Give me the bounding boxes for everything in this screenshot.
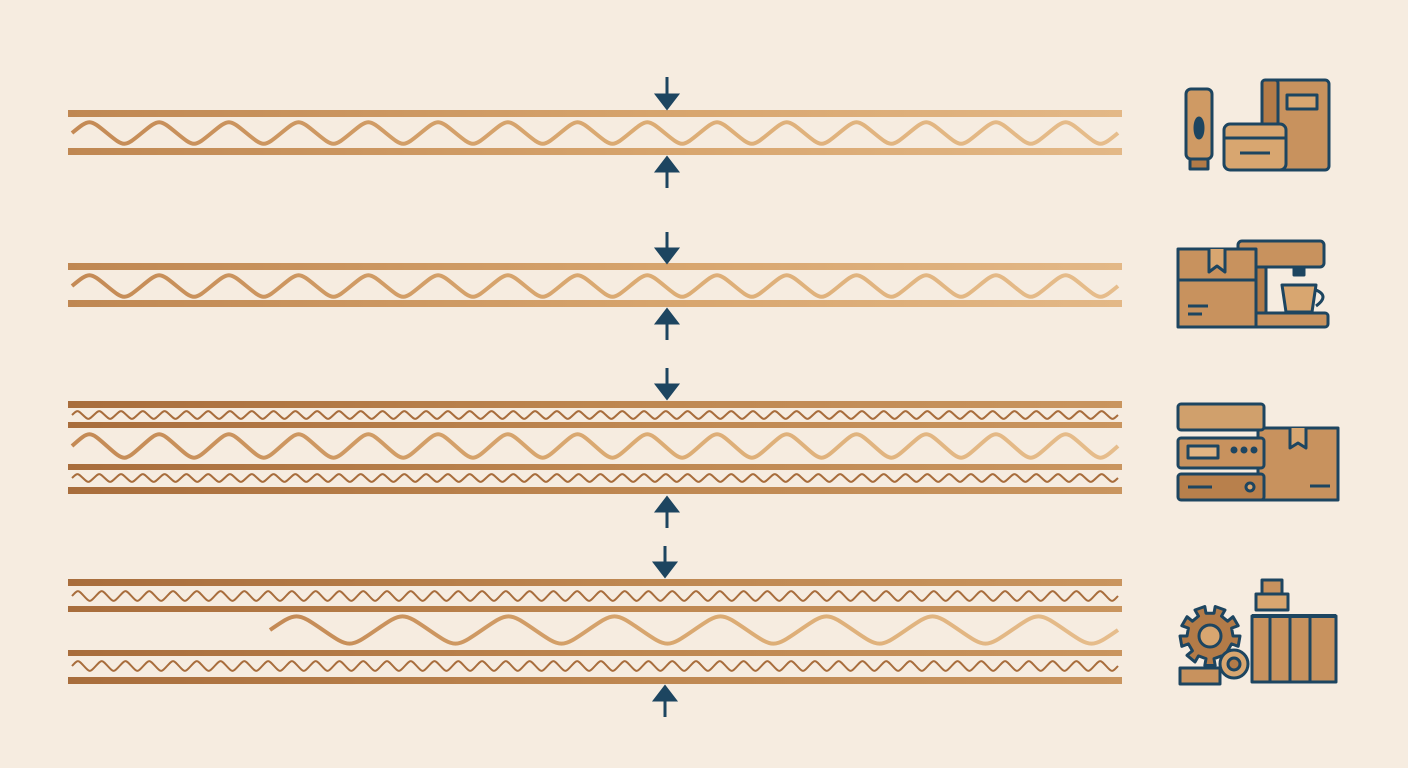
cosmetics-and-book-icons	[1184, 78, 1331, 172]
electronics-stack-icon	[1176, 402, 1266, 502]
top-liner-outer	[68, 579, 1122, 586]
top-liner-inner	[68, 422, 1122, 428]
box-icon	[1256, 426, 1340, 502]
bottom-liner	[68, 148, 1122, 155]
large-flute-wave	[268, 614, 1120, 646]
board-row-double-wall	[68, 401, 1122, 494]
bottom-liner-outer	[68, 677, 1122, 684]
micro-flute-top	[71, 590, 1119, 602]
bottom-liner-outer	[68, 487, 1122, 494]
flute-wave	[70, 273, 1120, 299]
board-row-single-wall-medium-flute	[68, 263, 1122, 307]
micro-flute-bottom	[71, 473, 1119, 483]
top-liner-inner	[68, 606, 1122, 612]
top-liner-outer	[68, 401, 1122, 408]
industrial-crate-icon	[1250, 578, 1338, 684]
board-row-single-wall-small-flute	[68, 110, 1122, 155]
electronics-and-box-icons	[1176, 402, 1340, 502]
bottom-liner-inner	[68, 464, 1122, 470]
compression-arrows	[651, 77, 681, 717]
arrow-up-icon	[653, 155, 681, 188]
bottom-liner-inner	[68, 650, 1122, 656]
arrow-down-icon	[651, 546, 679, 579]
arrow-down-icon	[653, 368, 681, 401]
arrow-up-icon	[651, 684, 679, 717]
top-liner	[68, 110, 1122, 117]
box-and-coffee-maker-icons	[1176, 239, 1330, 329]
gears-and-industrial-crate-icons	[1178, 578, 1338, 686]
board-row-triple-wall	[68, 579, 1122, 684]
micro-flute-top	[71, 410, 1119, 420]
gear-icon	[1178, 605, 1250, 686]
box-icon	[1176, 247, 1258, 329]
arrow-down-icon	[653, 77, 681, 111]
arrow-up-icon	[653, 307, 681, 340]
flute-wave	[70, 120, 1120, 146]
flute-wave	[70, 432, 1120, 460]
top-liner	[68, 263, 1122, 270]
micro-flute-bottom	[71, 660, 1119, 672]
arrow-up-icon	[653, 495, 681, 528]
tube-icon	[1184, 87, 1214, 171]
arrow-down-icon	[653, 232, 681, 265]
bottom-liner	[68, 300, 1122, 307]
jar-icon	[1222, 122, 1288, 172]
